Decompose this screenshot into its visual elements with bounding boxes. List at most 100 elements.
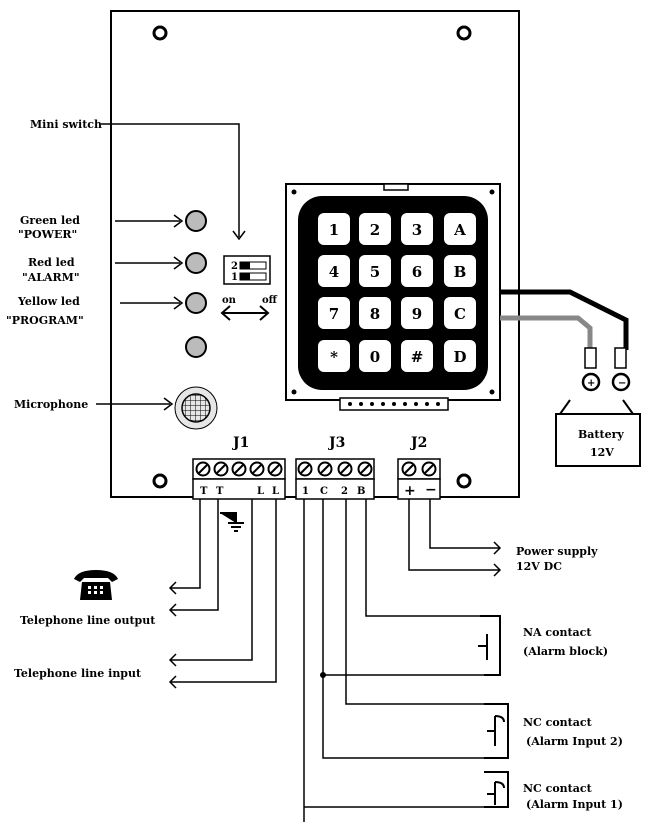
keypad-key-label: 6	[412, 263, 422, 281]
battery-plus-label: +	[587, 378, 595, 389]
j1-label: J1	[231, 435, 249, 451]
battery-minus-label: −	[618, 378, 626, 389]
terminal-screw	[357, 461, 373, 477]
mini-switch: 2 1	[223, 255, 271, 285]
j3-terminal-c: C	[320, 486, 328, 497]
nc-contact-switch-2	[484, 703, 509, 759]
telephone-input-label: Telephone line input	[14, 667, 142, 680]
keypad-key-label: D	[453, 348, 466, 366]
keypad-key-#[interactable]: #	[401, 340, 433, 372]
battery-terminals	[581, 372, 631, 392]
keypad-key-label: B	[454, 263, 467, 281]
green-led-label: Green led	[20, 214, 80, 227]
green-led-sublabel: "POWER"	[18, 228, 77, 241]
j1-terminal-t1: T	[200, 486, 208, 497]
j3-terminal-1: 1	[302, 486, 309, 497]
keypad-key-label: 9	[412, 305, 422, 323]
keypad-key-label: 8	[370, 305, 380, 323]
led-indicators	[185, 210, 207, 358]
nc-contact-switch-1	[484, 771, 509, 808]
keypad-key-C[interactable]: C	[444, 297, 476, 329]
keypad-key-D[interactable]: D	[444, 340, 476, 372]
connector-j1	[192, 458, 286, 500]
nc-contact-1-sublabel: (Alarm Input 1)	[526, 798, 623, 811]
mini-switch-label: Mini switch	[30, 118, 102, 131]
na-contact-switch	[478, 615, 501, 676]
keypad-key-2[interactable]: 2	[359, 213, 391, 245]
keypad-pins	[348, 402, 440, 406]
battery-voltage: 12V	[590, 446, 614, 459]
switch-pos-1: 1	[231, 272, 238, 283]
battery-plus-lug	[584, 347, 597, 369]
keypad-key-4[interactable]: 4	[318, 255, 350, 287]
keypad-key-label: 5	[370, 263, 380, 281]
keypad-key-label: #	[411, 348, 424, 366]
j1-terminal-l1: L	[257, 486, 264, 497]
j2-label: J2	[409, 435, 427, 451]
nc-contact-2-sublabel: (Alarm Input 2)	[526, 735, 623, 748]
j2-terminal-minus: −	[425, 482, 437, 498]
red-led	[185, 252, 207, 274]
keypad-key-0[interactable]: 0	[359, 340, 391, 372]
keypad-key-label: 0	[370, 348, 380, 366]
terminal-screw	[401, 461, 417, 477]
keypad-key-3[interactable]: 3	[401, 213, 433, 245]
terminal-screw	[421, 461, 437, 477]
telephone-output-label: Telephone line output	[20, 614, 156, 627]
plug-arrows	[168, 541, 502, 689]
yellow-led-sublabel: "PROGRAM"	[6, 314, 84, 327]
spare-led	[185, 336, 207, 358]
wire-junction	[320, 672, 326, 678]
switch-pos-2: 2	[231, 261, 238, 272]
terminal-screw	[267, 461, 283, 477]
keypad-key-B[interactable]: B	[444, 255, 476, 287]
j2-terminal-plus: +	[404, 483, 416, 499]
keypad-key-9[interactable]: 9	[401, 297, 433, 329]
terminal-screw	[317, 461, 333, 477]
battery: Battery 12V	[555, 399, 641, 467]
switch-on-label: on	[222, 295, 237, 306]
keypad-key-label: 7	[329, 305, 339, 323]
switch-off-label: off	[262, 295, 278, 306]
keypad-key-1[interactable]: 1	[318, 213, 350, 245]
telephone-icon	[74, 570, 118, 600]
mounting-holes	[152, 25, 472, 489]
keypad-key-7[interactable]: 7	[318, 297, 350, 329]
terminal-screw	[337, 461, 353, 477]
power-supply-voltage: 12V DC	[516, 560, 562, 573]
j1-terminal-l2: L	[272, 486, 279, 497]
keypad-key-label: 3	[412, 221, 422, 239]
keypad-key-6[interactable]: 6	[401, 255, 433, 287]
switch-direction-arrow	[220, 305, 270, 321]
microphone-icon	[174, 386, 218, 430]
j1-terminal-t2: T	[216, 486, 224, 497]
connector-j2	[397, 458, 441, 500]
keypad-module: 1 2 3 A 4 5 6 B 7 8 9 C * 0 # D	[285, 183, 501, 411]
keypad-key-8[interactable]: 8	[359, 297, 391, 329]
j3-terminal-b: B	[357, 486, 365, 497]
keypad-key-*[interactable]: *	[318, 340, 350, 372]
leader-lines	[96, 123, 246, 411]
nc-contact-1-label: NC contact	[523, 782, 593, 795]
j3-label: J3	[327, 435, 345, 451]
terminal-screw	[195, 461, 211, 477]
ground-icon	[220, 512, 244, 532]
j3-terminal-2: 2	[341, 486, 348, 497]
na-contact-label: NA contact	[523, 626, 592, 639]
green-led	[185, 210, 207, 232]
microphone-label: Microphone	[14, 398, 88, 411]
keypad-key-label: 2	[370, 221, 380, 239]
red-led-label: Red led	[28, 256, 75, 269]
wiring	[170, 499, 500, 822]
na-contact-sublabel: (Alarm block)	[523, 645, 608, 658]
keypad-key-A[interactable]: A	[444, 213, 476, 245]
terminal-screw	[213, 461, 229, 477]
yellow-led-label: Yellow led	[17, 295, 80, 308]
battery-minus-lug	[614, 347, 627, 369]
power-supply-label: Power supply	[516, 545, 598, 558]
yellow-led	[185, 292, 207, 314]
keypad-key-label: *	[330, 348, 338, 366]
keypad-key-5[interactable]: 5	[359, 255, 391, 287]
red-led-sublabel: "ALARM"	[22, 271, 80, 284]
terminal-screw	[249, 461, 265, 477]
